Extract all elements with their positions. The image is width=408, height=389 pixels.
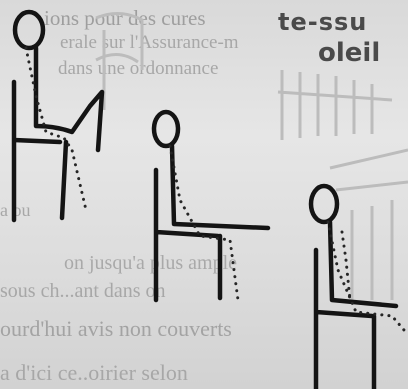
figure-upright-posture xyxy=(154,112,268,300)
figure-slouched-posture xyxy=(14,12,102,220)
chair-outline xyxy=(14,82,66,220)
figure-leaning-posture xyxy=(311,186,404,389)
chair-outline xyxy=(156,170,220,300)
chair-outline xyxy=(316,250,374,389)
body-outline xyxy=(36,48,102,150)
head-outline xyxy=(154,112,178,146)
head-outline xyxy=(15,12,43,48)
body-outline xyxy=(330,222,396,306)
body-outline xyxy=(172,146,268,228)
background-sketch xyxy=(96,13,408,300)
head-outline xyxy=(311,186,337,222)
